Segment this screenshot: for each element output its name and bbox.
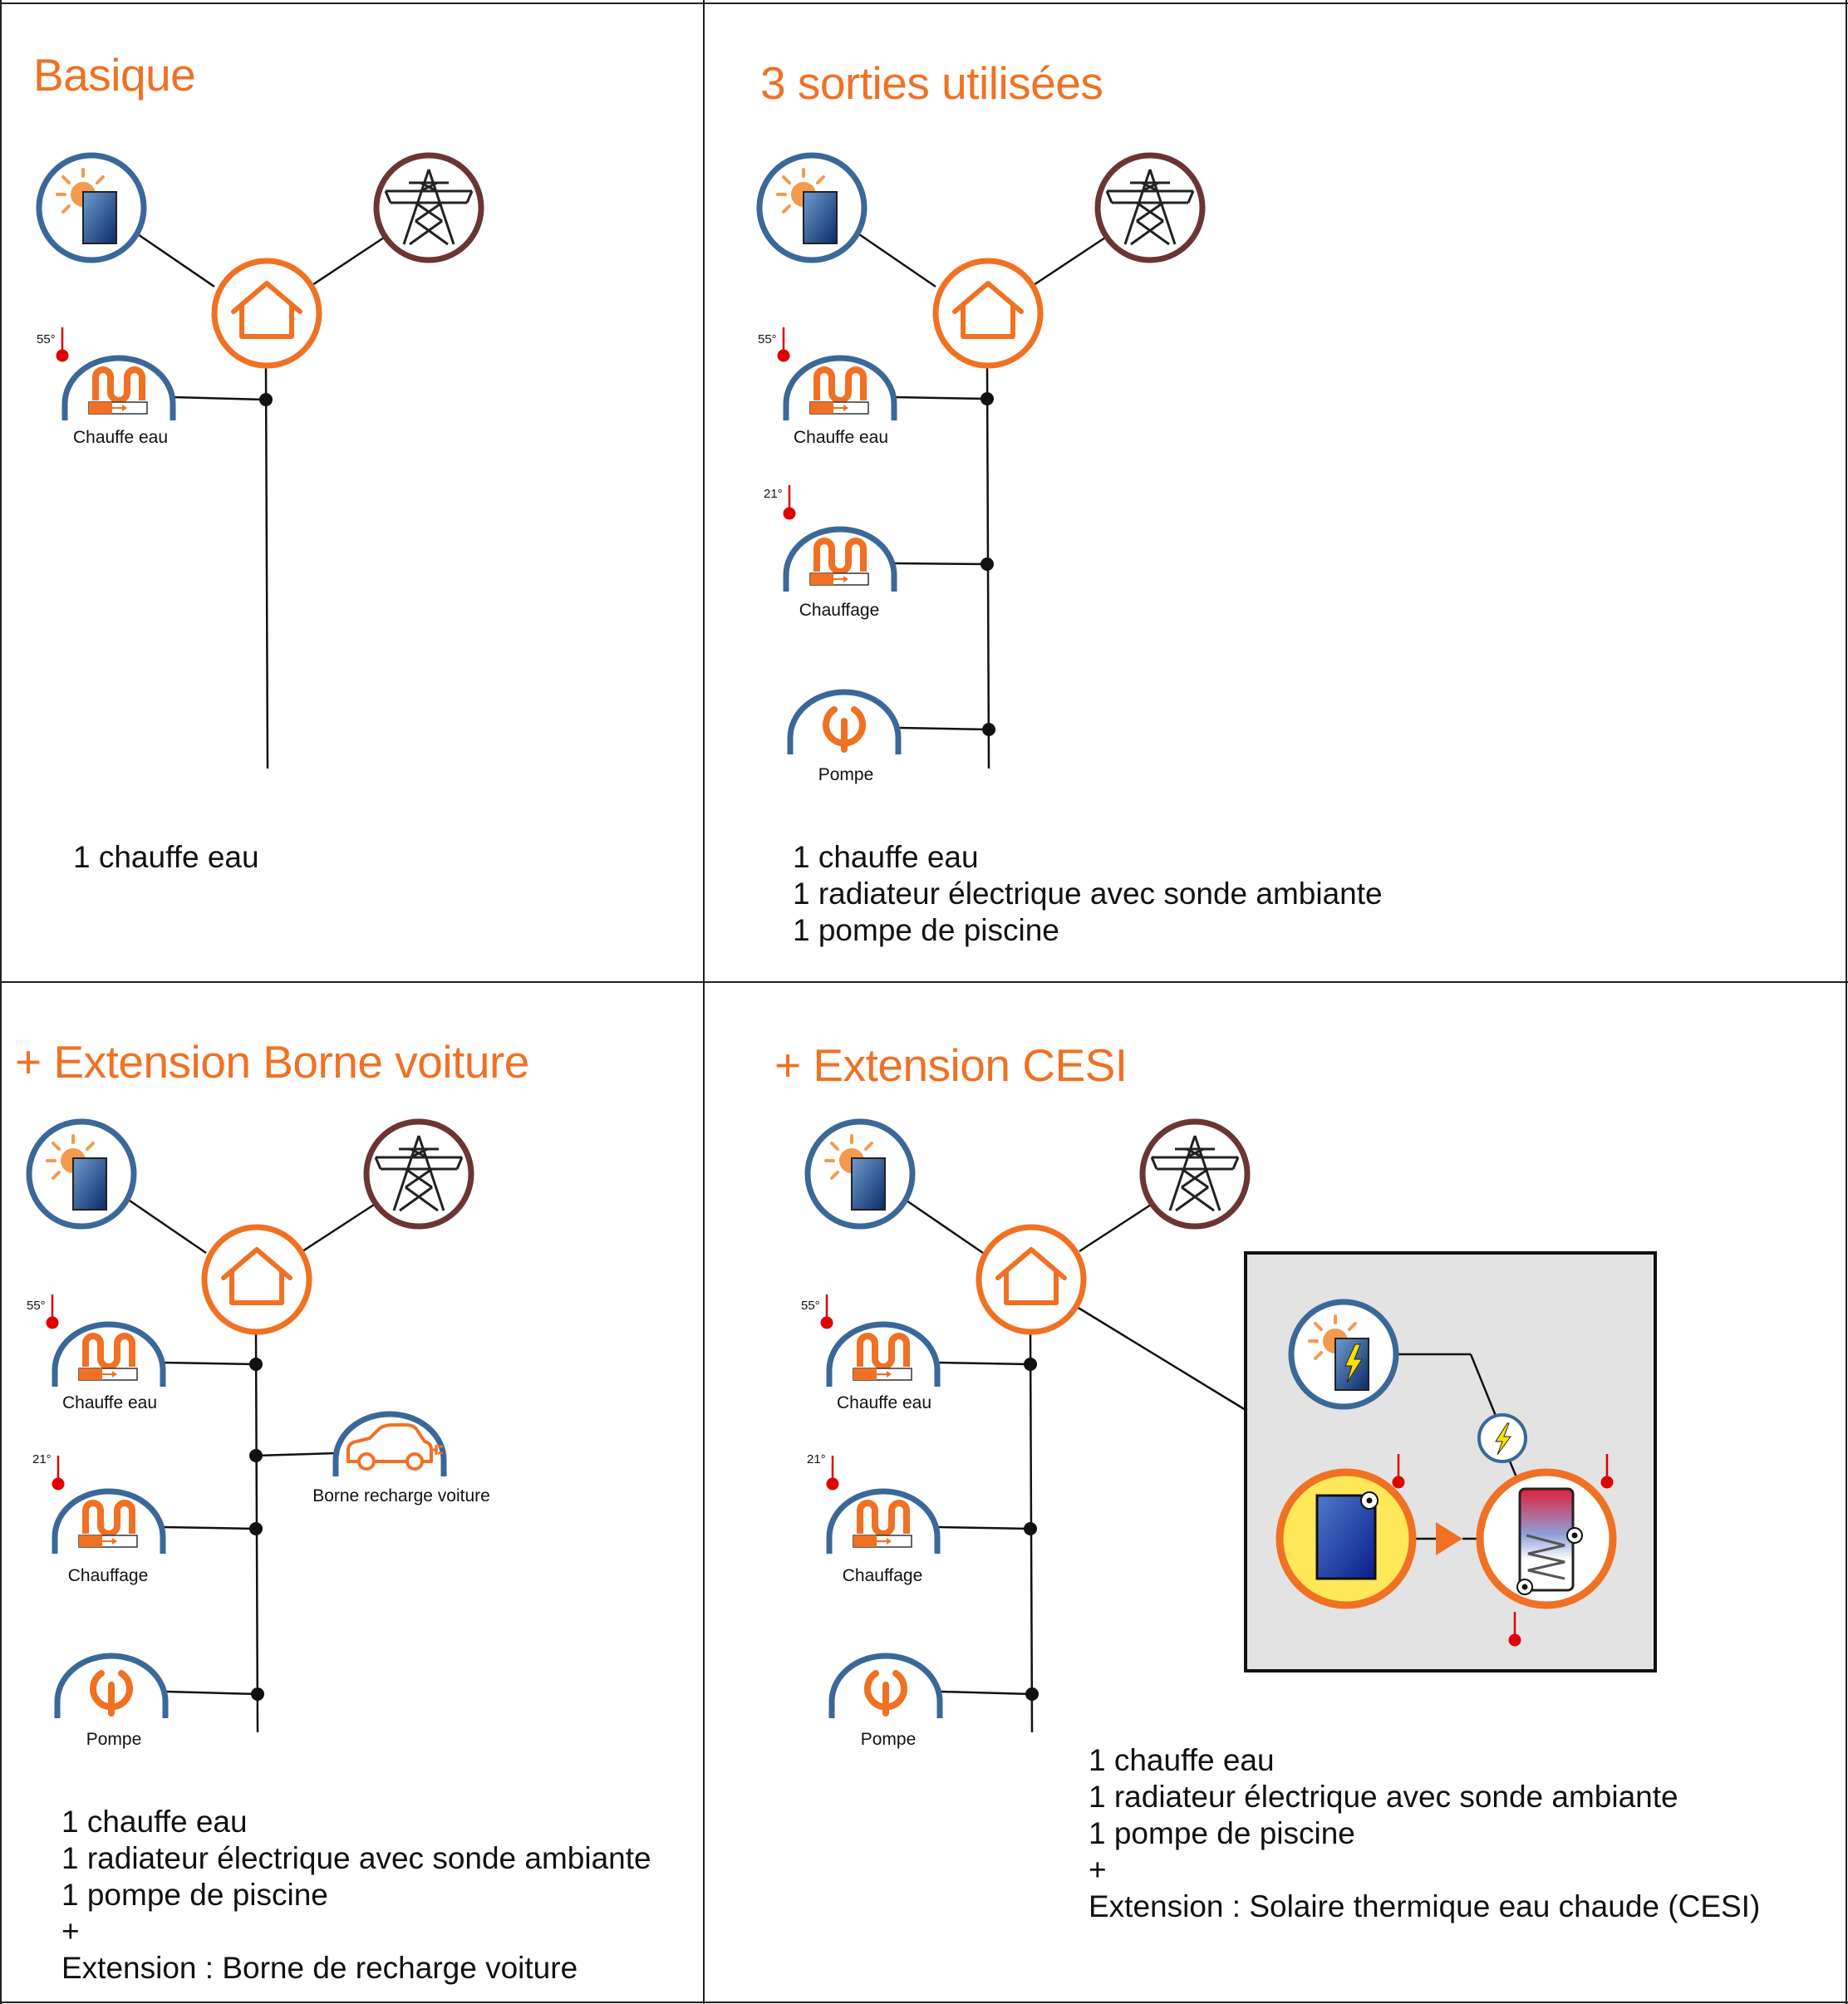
description-line: + <box>61 1914 80 1948</box>
heater-icon[interactable] <box>829 1491 937 1554</box>
quadrant-basique <box>39 155 481 769</box>
thermometer-icon <box>825 1454 840 1491</box>
description-line: 1 radiateur électrique avec sonde ambian… <box>61 1841 651 1875</box>
description-line: 1 pompe de piscine <box>793 913 1059 947</box>
power-pylon-icon <box>1143 1122 1247 1226</box>
solar-panel-icon <box>759 155 864 260</box>
description-line: 1 chauffe eau <box>73 840 259 874</box>
description-line: 1 pompe de piscine <box>61 1878 328 1912</box>
heater-icon[interactable] <box>55 1491 163 1554</box>
description-line: 1 chauffe eau <box>61 1805 248 1839</box>
quadrant-description: 1 chauffe eau 1 radiateur électrique ave… <box>1089 1742 1760 1925</box>
solar-panel-icon <box>808 1122 912 1226</box>
electric-car-icon[interactable] <box>336 1414 444 1476</box>
heater-icon[interactable] <box>829 1324 937 1387</box>
device-label-pompe: Pompe <box>860 1730 917 1749</box>
quadrant-title-extension-borne: + Extension Borne voiture <box>15 1036 529 1088</box>
description-line: 1 radiateur électrique avec sonde ambian… <box>1089 1780 1678 1814</box>
house-icon <box>204 1227 309 1332</box>
description-line: Extension : Borne de recharge voiture <box>61 1951 578 1985</box>
thermometer-icon <box>776 326 791 363</box>
device-label-chauffage: Chauffage <box>842 1566 923 1585</box>
temperature-label: 55° <box>758 332 777 346</box>
description-line: + <box>1089 1853 1107 1887</box>
solar-panel-icon <box>29 1122 134 1226</box>
quadrant-title-3-sorties: 3 sorties utilisées <box>760 57 1103 109</box>
thermometer-icon <box>55 326 70 363</box>
heater-icon[interactable] <box>55 1324 163 1387</box>
quadrant-title-extension-cesi: + Extension CESI <box>774 1039 1128 1091</box>
heater-icon[interactable] <box>65 358 173 420</box>
device-label-pompe: Pompe <box>86 1730 142 1749</box>
solar-thermal-collector-icon <box>1275 1468 1417 1609</box>
power-pylon-icon <box>366 1122 471 1226</box>
device-label-chauffage: Chauffage <box>799 601 880 620</box>
solar-panel-icon <box>39 155 144 260</box>
pump-power-icon[interactable] <box>57 1656 165 1718</box>
pump-power-icon[interactable] <box>832 1656 940 1718</box>
quadrant-extension-cesi <box>808 1122 1657 1733</box>
description-line: Extension : Solaire thermique eau chaude… <box>1089 1889 1761 1923</box>
solar-pv-icon <box>1288 1299 1399 1410</box>
temperature-label: 55° <box>27 1299 46 1313</box>
device-label-chauffage: Chauffage <box>67 1566 149 1585</box>
temperature-label: 55° <box>801 1299 820 1313</box>
quadrant-description: 1 chauffe eau 1 radiateur électrique ave… <box>793 839 1383 949</box>
description-line: 1 pompe de piscine <box>1089 1816 1355 1850</box>
device-label-chauffe-eau: Chauffe eau <box>836 1393 932 1412</box>
quadrant-3-sorties <box>759 155 1202 769</box>
heater-icon[interactable] <box>786 358 894 420</box>
power-pylon-icon <box>376 155 481 260</box>
quadrant-extension-borne <box>29 1122 471 1733</box>
temperature-label: 21° <box>764 487 783 501</box>
cesi-panel <box>1244 1251 1657 1672</box>
quadrant-description: 1 chauffe eau <box>73 839 259 876</box>
device-label-borne-recharge: Borne recharge voiture <box>312 1486 490 1505</box>
pump-power-icon[interactable] <box>790 692 898 754</box>
house-icon <box>936 261 1040 366</box>
thermometer-icon <box>45 1293 60 1330</box>
temperature-label: 55° <box>37 332 56 346</box>
house-icon <box>214 261 319 366</box>
temperature-label: 21° <box>32 1452 52 1466</box>
device-label-chauffe-eau: Chauffe eau <box>61 1393 158 1412</box>
lightning-icon <box>1477 1413 1527 1463</box>
thermometer-icon <box>819 1293 834 1330</box>
description-line: 1 radiateur électrique avec sonde ambian… <box>793 877 1383 911</box>
thermometer-icon <box>51 1454 66 1491</box>
temperature-label: 21° <box>807 1452 826 1466</box>
water-tank-icon <box>1476 1468 1617 1609</box>
flow-arrow-icon <box>1436 1522 1462 1555</box>
quadrant-description: 1 chauffe eau 1 radiateur électrique ave… <box>61 1804 651 1987</box>
description-line: 1 chauffe eau <box>793 840 979 874</box>
heater-icon[interactable] <box>786 529 894 592</box>
description-line: 1 chauffe eau <box>1089 1743 1275 1777</box>
power-pylon-icon <box>1098 155 1202 260</box>
quadrant-title-basique: Basique <box>33 49 196 101</box>
device-label-chauffe-eau: Chauffe eau <box>72 428 169 447</box>
device-label-pompe: Pompe <box>818 765 874 784</box>
thermometer-icon <box>782 484 797 521</box>
house-icon <box>979 1227 1084 1332</box>
device-label-chauffe-eau: Chauffe eau <box>793 428 889 447</box>
